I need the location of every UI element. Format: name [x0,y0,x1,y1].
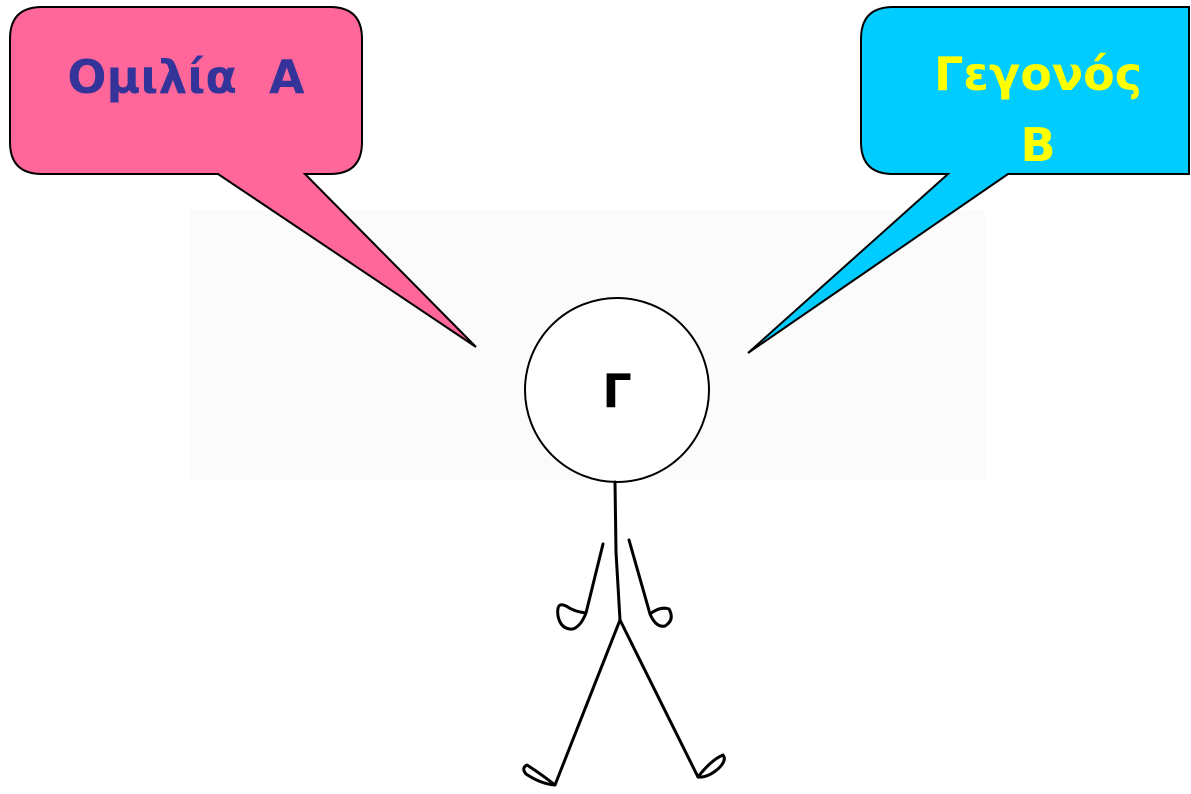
stick-figure: Γ [522,297,726,787]
speech-bubble-right: Γεγονός Β [747,6,1190,354]
speech-bubble-right-label-line1: Γεγονός [934,47,1142,101]
speech-bubble-left-shape [9,6,477,348]
stick-figure-head-label: Γ [602,364,631,418]
stick-figure-right-arm [627,538,673,628]
speech-bubble-left: Ομιλία Α [9,6,477,348]
stick-figure-left-leg [522,618,622,787]
speech-bubble-left-label: Ομιλία Α [67,50,305,104]
stick-figure-torso [613,480,622,622]
speech-bubble-right-label-line2: Β [1020,118,1055,172]
stick-figure-left-arm [556,542,605,631]
speech-bubble-right-shape [747,6,1190,354]
stick-figure-right-leg [618,618,726,779]
stick-figure-head [524,297,710,483]
